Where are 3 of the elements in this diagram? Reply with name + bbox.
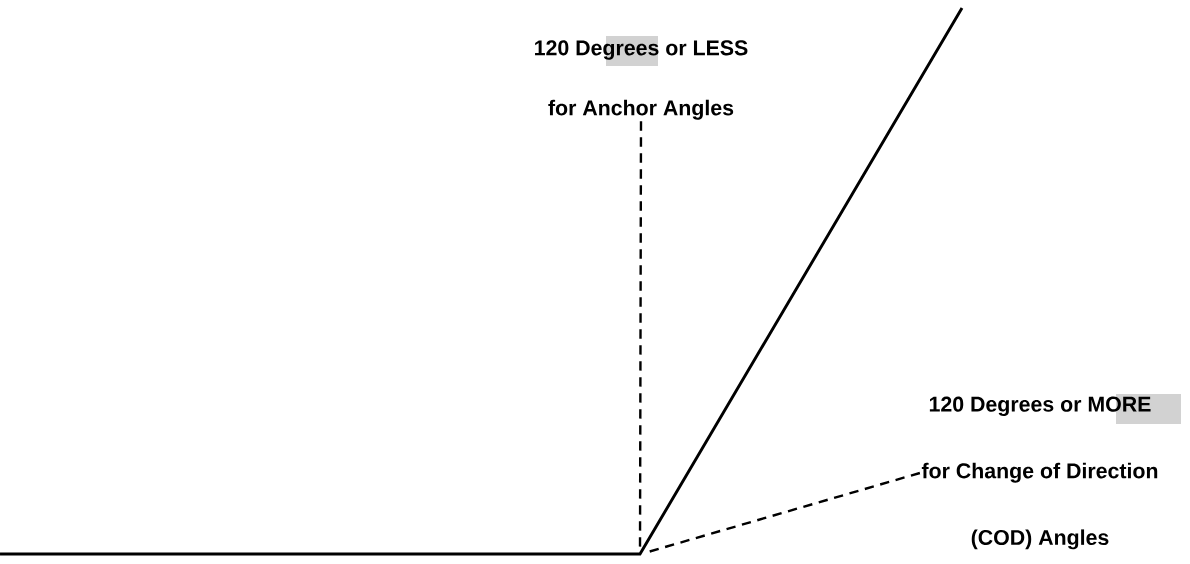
leader-line (647, 471, 921, 554)
callout-text: 120 Degrees or LESS for Anchor Angles (535, 40, 748, 120)
callout-text: 120 Degrees or MORE for Change of Direction (COD) Angles (921, 396, 1158, 550)
